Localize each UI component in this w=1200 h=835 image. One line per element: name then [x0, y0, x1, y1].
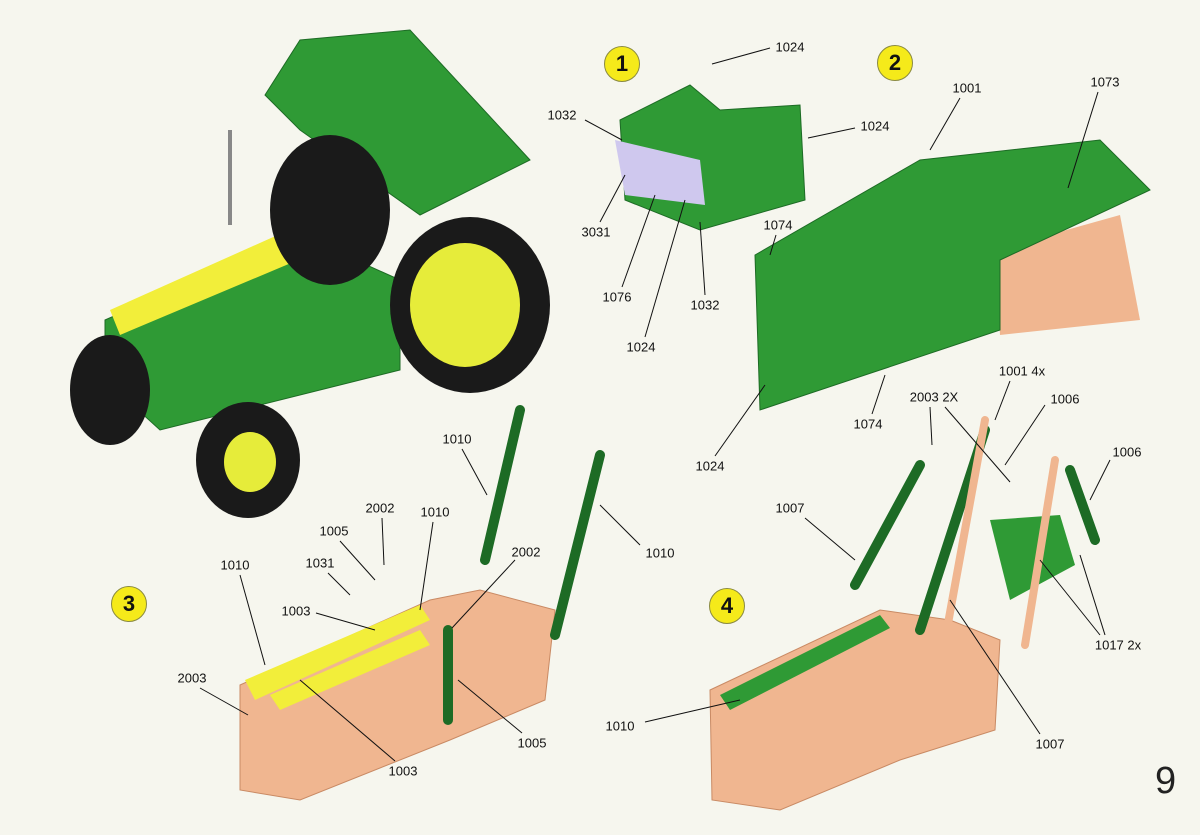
step-2-badge: 2 [877, 45, 913, 81]
part-label: 1031 [305, 555, 335, 571]
part-label: 2002 [511, 544, 541, 560]
step2-illustration [754, 139, 1151, 411]
step3-illustration [239, 405, 605, 801]
part-label: 1024 [860, 118, 890, 134]
part-label: 1076 [602, 289, 632, 305]
step-4-badge: 4 [709, 588, 745, 624]
part-label: 1074 [763, 217, 793, 233]
part-label: 1010 [605, 718, 635, 734]
part-label: 1074 [853, 416, 883, 432]
part-label: 1001 [952, 80, 982, 96]
part-label: 1073 [1090, 74, 1120, 90]
part-label: 1007 [775, 500, 805, 516]
tractor-illustration [70, 29, 550, 518]
part-label: 1024 [695, 458, 725, 474]
part-label: 1024 [626, 339, 656, 355]
part-label: 1017 2x [1094, 637, 1142, 653]
part-label: 2002 [365, 500, 395, 516]
step4-illustration [709, 416, 1100, 811]
part-label: 1032 [690, 297, 720, 313]
part-label: 2003 [177, 670, 207, 686]
step1-illustration [615, 84, 806, 231]
part-label: 1010 [220, 557, 250, 573]
part-label: 1005 [517, 735, 547, 751]
part-label: 1010 [645, 545, 675, 561]
part-label: 1005 [319, 523, 349, 539]
part-label: 1001 4x [998, 363, 1046, 379]
part-label: 1003 [281, 603, 311, 619]
part-label: 1010 [442, 431, 472, 447]
step-1-badge: 1 [604, 46, 640, 82]
part-label: 1003 [388, 763, 418, 779]
part-label: 3031 [581, 224, 611, 240]
part-label: 1024 [775, 39, 805, 55]
part-label: 1032 [547, 107, 577, 123]
page-number: 9 [1155, 760, 1177, 802]
leader-lines [199, 47, 1111, 762]
part-label: 1010 [420, 504, 450, 520]
part-label: 1006 [1050, 391, 1080, 407]
part-label: 1006 [1112, 444, 1142, 460]
part-label: 2003 2X [909, 389, 959, 405]
step-3-badge: 3 [111, 586, 147, 622]
part-label: 1007 [1035, 736, 1065, 752]
